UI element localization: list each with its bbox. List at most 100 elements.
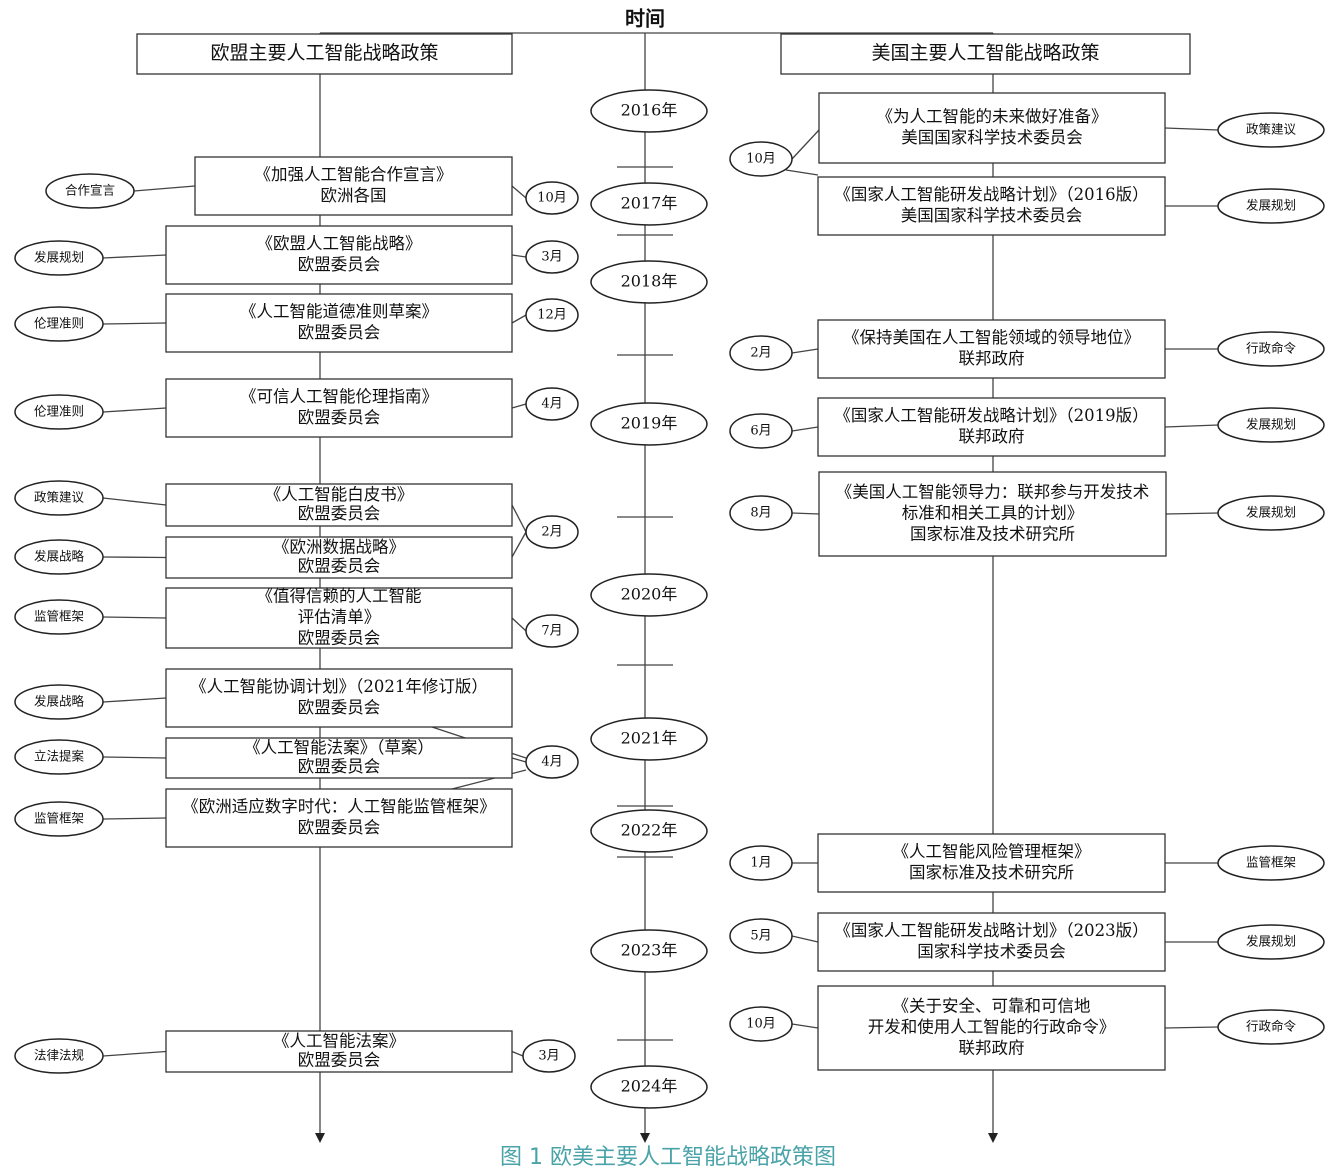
us-policy-5-category-label: 发展规划 — [1246, 505, 1296, 520]
eu-policy-2-text-line: 《欧盟人工智能战略》 — [257, 234, 422, 253]
eu-policy-1-text: 《加强人工智能合作宣言》欧洲各国 — [255, 165, 453, 205]
eu-policy-5-text-line: 欧盟委员会 — [298, 504, 381, 523]
us-policy-5-category — [1217, 495, 1325, 531]
eu-policy-8-category — [14, 684, 104, 720]
eu-header-text-line: 欧盟主要人工智能战略政策 — [210, 42, 438, 64]
eu-policy-5-month — [525, 515, 579, 549]
year-oval-6 — [590, 717, 708, 761]
eu-policy-2-box — [165, 225, 513, 285]
eu-policy-9-category-label: 立法提案 — [34, 749, 85, 764]
us-policy-2-text-line: 美国国家科学技术委员会 — [901, 206, 1083, 225]
us-policy-1-text-line: 《为人工智能的未来做好准备》 — [877, 107, 1108, 126]
eu-policy-2-category-label: 发展规划 — [34, 250, 84, 265]
us-policy-7-box — [817, 912, 1166, 972]
eu-policy-11-box — [165, 1030, 513, 1073]
eu-policy-1-category — [45, 173, 135, 209]
eu-policy-8-text-line: 欧盟委员会 — [298, 698, 381, 717]
us-policy-1-category — [1217, 112, 1325, 148]
eu-policy-6-text-line: 欧盟委员会 — [298, 557, 381, 576]
eu-policy-9-category — [14, 739, 104, 775]
eu-policy-1-text-line: 《加强人工智能合作宣言》 — [255, 165, 453, 184]
eu-policy-10-text-line: 《欧洲适应数字时代：人工智能监管框架》 — [182, 797, 496, 816]
eu-policy-7-text-line: 评估清单》 — [298, 608, 381, 627]
us-policy-5-month — [729, 495, 793, 531]
eu-header-box — [136, 33, 513, 75]
us-policy-1-text: 《为人工智能的未来做好准备》美国国家科学技术委员会 — [877, 107, 1108, 147]
year-oval-5 — [590, 573, 708, 617]
eu-policy-4-month — [525, 387, 579, 421]
us-policy-8-box — [817, 985, 1166, 1071]
eu-policy-5-box — [165, 483, 513, 527]
eu-policy-9-month-link — [511, 757, 527, 763]
eu-policy-9-month — [525, 745, 579, 779]
eu-policy-4-box — [165, 378, 513, 438]
eu-policy-8-box — [165, 668, 513, 728]
eu-policy-7-category-link — [102, 616, 167, 619]
eu-policy-3-category-link — [102, 322, 167, 325]
eu-policy-8-text: 《人工智能协调计划》（2021年修订版）欧盟委员会 — [190, 677, 488, 717]
us-policy-1-month-label: 10月 — [746, 152, 776, 167]
us-policy-7-category — [1217, 924, 1325, 960]
eu-policy-9-text-line: 欧盟委员会 — [298, 757, 381, 776]
eu-policy-3-month-link — [511, 314, 527, 324]
us-policy-8-text-line: 《关于安全、可靠和可信地 — [893, 997, 1091, 1016]
eu-policy-1-month-label: 10月 — [537, 191, 567, 206]
us-policy-5-text-line: 《美国人工智能领导力：联邦参与开发技术 — [836, 483, 1150, 502]
eu-policy-6-category-label: 发展战略 — [34, 549, 85, 564]
eu-policy-9-category-link — [102, 756, 167, 759]
us-policy-5-month-link — [791, 512, 820, 515]
us-policy-5-text-line: 国家标准及技术研究所 — [910, 525, 1075, 544]
us-policy-5-box — [818, 471, 1167, 557]
us-policy-2-box — [817, 176, 1166, 236]
eu-policy-1-box — [194, 156, 513, 216]
us-policy-6-category — [1217, 845, 1325, 881]
us-policy-2-category — [1217, 188, 1325, 224]
eu-policy-11-category — [14, 1038, 104, 1074]
us-policy-7-month-label: 5月 — [750, 929, 771, 944]
us-policy-1-category-label: 政策建议 — [1246, 122, 1297, 137]
year-oval-2-label: 2017年 — [621, 194, 678, 213]
eu-policy-11-month-label: 3月 — [538, 1049, 559, 1064]
year-oval-8-label: 2023年 — [621, 941, 678, 960]
us-policy-6-text-line: 《人工智能风险管理框架》 — [893, 842, 1091, 861]
eu-policy-7-text-line: 欧盟委员会 — [298, 629, 381, 648]
eu-policy-4-category-label: 伦理准则 — [34, 404, 84, 419]
eu-policy-1-category-label: 合作宣言 — [65, 183, 115, 198]
eu-policy-11-text: 《人工智能法案》欧盟委员会 — [273, 1032, 405, 1070]
us-policy-3-box — [817, 319, 1166, 379]
us-policy-2-category-label: 发展规划 — [1246, 198, 1296, 213]
eu-policy-4-month-label: 4月 — [541, 397, 562, 412]
us-policy-8-text-line: 开发和使用人工智能的行政命令》 — [868, 1018, 1116, 1037]
eu-policy-10-box — [165, 788, 513, 848]
us-policy-3-text: 《保持美国在人工智能领域的领导地位》联邦政府 — [843, 328, 1140, 368]
eu-policy-10-category-link — [102, 817, 167, 820]
us-policy-4-text-line: 《国家人工智能研发战略计划》（2019版） — [834, 406, 1148, 425]
eu-policy-6-text-line: 《欧洲数据战略》 — [273, 538, 405, 557]
us-header-text-line: 美国主要人工智能战略政策 — [871, 42, 1099, 64]
us-policy-4-box — [817, 397, 1166, 457]
eu-policy-6-box — [165, 536, 513, 579]
year-oval-7 — [590, 809, 708, 853]
eu-header-text: 欧盟主要人工智能战略政策 — [210, 42, 438, 64]
year-oval-1 — [590, 89, 708, 133]
eu-policy-10-category — [14, 801, 104, 837]
us-policy-6-month — [729, 845, 793, 881]
eu-policy-2-text: 《欧盟人工智能战略》欧盟委员会 — [257, 234, 422, 274]
eu-policy-9-box — [165, 737, 513, 779]
eu-policy-4-category — [14, 394, 104, 430]
eu-policy-1-category-link — [133, 185, 196, 192]
eu-policy-1-month — [525, 181, 579, 215]
eu-policy-11-category-label: 法律法规 — [34, 1048, 84, 1063]
us-policy-3-month — [729, 335, 793, 371]
eu-policy-7-month-link — [511, 617, 527, 632]
eu-policy-11-month — [522, 1039, 576, 1073]
year-oval-5-label: 2020年 — [621, 585, 678, 604]
year-oval-9 — [590, 1065, 708, 1109]
us-policy-4-category-link — [1164, 424, 1219, 428]
year-oval-3-label: 2018年 — [621, 272, 678, 291]
us-policy-6-category-label: 监管框架 — [1246, 855, 1296, 870]
eu-policy-1-text-line: 欧洲各国 — [321, 186, 387, 205]
eu-policy-5-text: 《人工智能白皮书》欧盟委员会 — [265, 485, 414, 523]
